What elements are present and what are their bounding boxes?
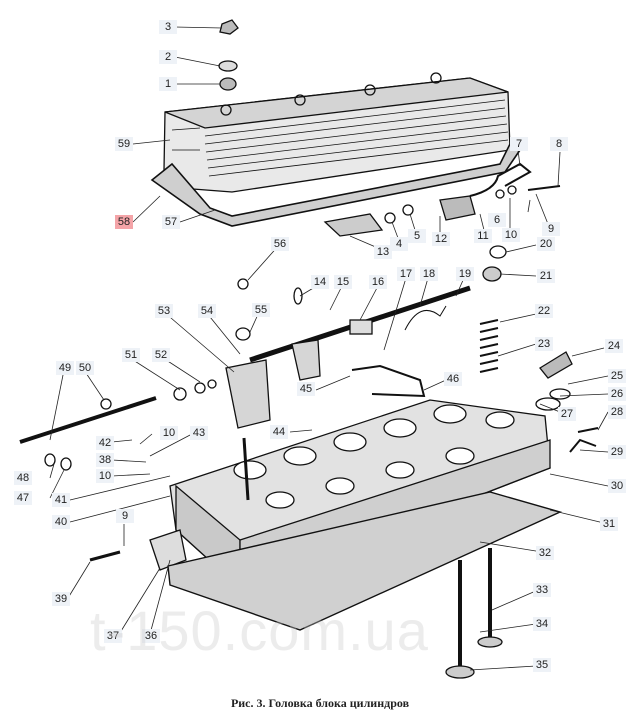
callout-25: 25 [608,369,626,383]
head-gasket [167,491,563,631]
callout-40: 40 [52,515,70,529]
callout-3: 3 [159,20,177,34]
callout-26: 26 [608,387,626,401]
callout-5: 5 [408,229,426,243]
callout-7: 7 [510,137,528,151]
callout-9-breather: 9 [542,222,560,236]
callout-14: 14 [311,275,329,289]
callout-30: 30 [608,479,626,493]
callout-28: 28 [608,405,626,419]
callout-51: 51 [122,348,140,362]
callout-4: 4 [390,237,408,251]
callout-53: 53 [155,304,173,318]
valve-springs [479,245,599,453]
callout-19: 19 [456,267,474,281]
callout-50: 50 [76,361,94,375]
callout-54: 54 [198,304,216,318]
callout-44: 44 [270,425,288,439]
valves [445,548,503,679]
callout-22: 22 [535,304,553,318]
callout-10-rocker: 10 [160,426,178,440]
callout-17: 17 [397,267,415,281]
breather-tube [323,162,561,237]
callout-11: 11 [474,229,492,243]
callout-10-breather: 10 [502,228,520,242]
cover-nut-and-washers [218,19,239,91]
callout-49: 49 [56,361,74,375]
callout-27: 27 [558,407,576,421]
callout-20: 20 [537,237,555,251]
callout-29: 29 [608,445,626,459]
callout-2: 2 [159,50,177,64]
callout-55: 55 [252,303,270,317]
callout-41: 41 [52,493,70,507]
valve-cover [163,72,511,193]
callout-43: 43 [190,426,208,440]
rocker-shaft-assembly [19,278,471,471]
callout-59: 59 [115,137,133,151]
callout-42: 42 [96,436,114,450]
figure-caption: Рис. 3. Головка блока цилиндров [230,696,410,710]
callout-32: 32 [536,546,554,560]
callout-45: 45 [297,382,315,396]
callout-10-head: 10 [96,469,114,483]
watermark: t-150.com.ua [90,599,429,662]
callout-12: 12 [432,232,450,246]
callout-23: 23 [535,337,553,351]
callout-58: 58 [115,215,133,229]
callout-37: 37 [104,629,122,643]
callout-48: 48 [14,471,32,485]
callout-46: 46 [444,372,462,386]
callout-33: 33 [533,583,551,597]
callout-34: 34 [533,617,551,631]
callout-36: 36 [142,629,160,643]
callout-47: 47 [14,491,32,505]
callout-35: 35 [533,658,551,672]
callout-1: 1 [159,77,177,91]
callout-13: 13 [374,245,392,259]
callout-6: 6 [488,213,506,227]
callout-56: 56 [271,237,289,251]
callout-8: 8 [550,137,568,151]
callout-38: 38 [96,453,114,467]
callout-18: 18 [420,267,438,281]
callout-31: 31 [600,517,618,531]
callout-9-head: 9 [116,509,134,523]
callout-16: 16 [369,275,387,289]
callout-24: 24 [605,339,623,353]
callout-21: 21 [537,269,555,283]
callout-39: 39 [52,592,70,606]
callout-52: 52 [152,348,170,362]
callout-15: 15 [334,275,352,289]
callout-57: 57 [162,215,180,229]
